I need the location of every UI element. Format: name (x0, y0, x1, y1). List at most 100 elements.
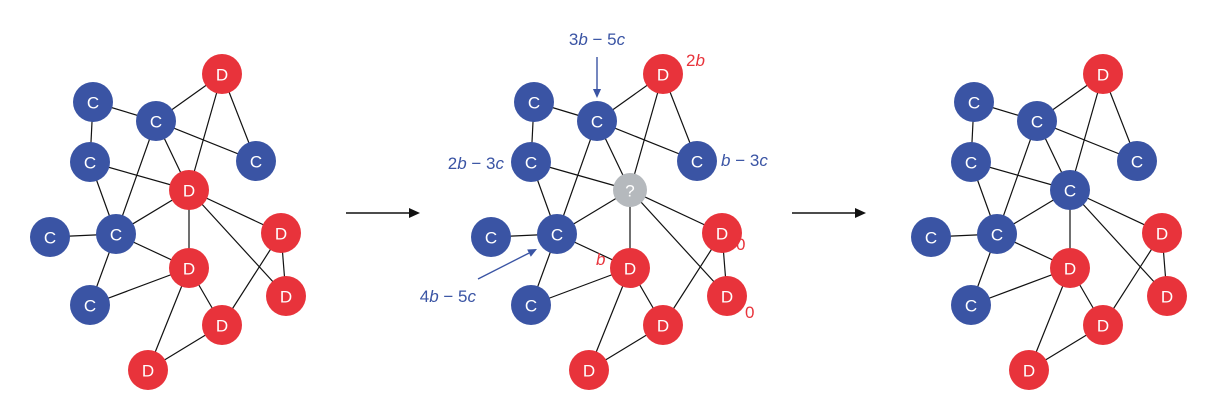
node-label: D (275, 225, 287, 244)
node-label: C (84, 154, 96, 173)
unknown-node-middle-d2: ? (613, 173, 647, 207)
cooperator-node-middle-c1: C (514, 82, 554, 122)
defector-node-left-d1: D (202, 54, 242, 94)
node-label: D (1097, 66, 1109, 85)
cooperator-node-middle-c4: C (677, 141, 717, 181)
node-label: C (44, 229, 56, 248)
node-label: C (1064, 182, 1076, 201)
cooperator-node-right-c7: C (951, 285, 991, 325)
cooperator-node-right-c6: C (977, 214, 1017, 254)
cooperator-node-right-c5: C (911, 217, 951, 257)
edge-middle-d2-d5 (629, 189, 728, 297)
node-label: D (657, 317, 669, 336)
cooperator-node-middle-c2: C (577, 101, 617, 141)
node-label: C (485, 229, 497, 248)
node-label: C (1131, 153, 1143, 172)
node-label: C (591, 113, 603, 132)
process-arrow-1 (346, 208, 420, 218)
defector-node-right-d7: D (1009, 350, 1049, 390)
defector-node-right-d5: D (1147, 276, 1187, 316)
cooperator-node-left-c5: C (30, 217, 70, 257)
node-label: D (216, 317, 228, 336)
node-label: C (965, 154, 977, 173)
edge-right-d2-d5 (1069, 189, 1168, 297)
node-label: ? (625, 182, 634, 201)
cooperator-node-middle-c3: C (511, 142, 551, 182)
node-label: C (1031, 113, 1043, 132)
payoff-d-zero-2: 0 (745, 303, 754, 322)
edge-left-d2-d5 (188, 189, 287, 297)
cooperator-node-right-c4: C (1117, 141, 1157, 181)
cooperator-node-right-c1: C (954, 82, 994, 122)
cooperator-node-left-c3: C (70, 142, 110, 182)
cooperator-node-middle-c7: C (511, 285, 551, 325)
payoff-top-d: 2b (686, 51, 705, 70)
node-label: C (691, 153, 703, 172)
defector-node-right-d3: D (1142, 213, 1182, 253)
defector-node-middle-d6: D (643, 305, 683, 345)
node-label: D (583, 362, 595, 381)
node-label: D (1156, 225, 1168, 244)
node-label: C (250, 153, 262, 172)
node-label: C (525, 297, 537, 316)
defector-node-middle-d7: D (569, 350, 609, 390)
cooperator-node-left-c7: C (70, 285, 110, 325)
node-label: C (525, 154, 537, 173)
annotation-arrow-center (477, 249, 537, 280)
node-label: D (183, 260, 195, 279)
cooperator-node-left-c4: C (236, 141, 276, 181)
node-label: C (968, 94, 980, 113)
cooperator-node-left-c1: C (73, 82, 113, 122)
defector-node-right-d1: D (1083, 54, 1123, 94)
cooperator-node-right-c2: C (1017, 101, 1057, 141)
node-label: C (991, 226, 1003, 245)
node-label: C (110, 226, 122, 245)
defector-node-left-d4: D (169, 248, 209, 288)
annotation-arrow-top (592, 57, 602, 98)
cooperator-node-right-c3: C (951, 142, 991, 182)
cooperator-node-middle-c5: C (471, 217, 511, 257)
arrows-layer (346, 57, 866, 280)
payoff-right-c: b − 3c (721, 151, 768, 170)
node-label: D (721, 288, 733, 307)
cooperator-node-left-c6: C (96, 214, 136, 254)
payoff-left-c: 2b − 3c (448, 154, 505, 173)
node-label: D (1097, 317, 1109, 336)
defector-node-left-d7: D (128, 350, 168, 390)
node-label: D (1161, 288, 1173, 307)
defector-node-middle-d1: D (643, 54, 683, 94)
node-label: C (87, 94, 99, 113)
defector-node-middle-d4: D (610, 248, 650, 288)
defector-node-left-d3: D (261, 213, 301, 253)
nodes-layer: C C D C C D C C D D D C D D C C D C C? C C D D D C D D C C D C C C C C D D D C… (30, 54, 1187, 390)
node-label: D (183, 182, 195, 201)
node-label: D (1064, 260, 1076, 279)
node-label: C (528, 94, 540, 113)
payoff-d-zero-1: 0 (736, 235, 745, 254)
defector-node-right-d4: D (1050, 248, 1090, 288)
edge-right-d1-d2 (1069, 73, 1104, 191)
node-label: C (965, 297, 977, 316)
defector-node-left-d5: D (266, 276, 306, 316)
node-label: C (84, 297, 96, 316)
edge-left-d1-d2 (188, 73, 223, 191)
defector-node-middle-d5: D (707, 276, 747, 316)
node-label: C (925, 229, 937, 248)
cooperator-node-right-d2: C (1050, 170, 1090, 210)
process-arrow-2 (792, 208, 866, 218)
payoff-d-b: b (596, 250, 605, 269)
defector-node-middle-d3: D (702, 213, 742, 253)
node-label: C (551, 226, 563, 245)
node-label: D (1023, 362, 1035, 381)
node-label: C (150, 113, 162, 132)
cooperator-node-middle-c6: C (537, 214, 577, 254)
node-label: D (716, 225, 728, 244)
node-label: D (657, 66, 669, 85)
node-label: D (280, 288, 292, 307)
payoff-center-c: 4b − 5c (420, 287, 477, 306)
node-label: D (142, 362, 154, 381)
defector-node-left-d2: D (169, 170, 209, 210)
edge-middle-d1-d2 (629, 73, 664, 191)
